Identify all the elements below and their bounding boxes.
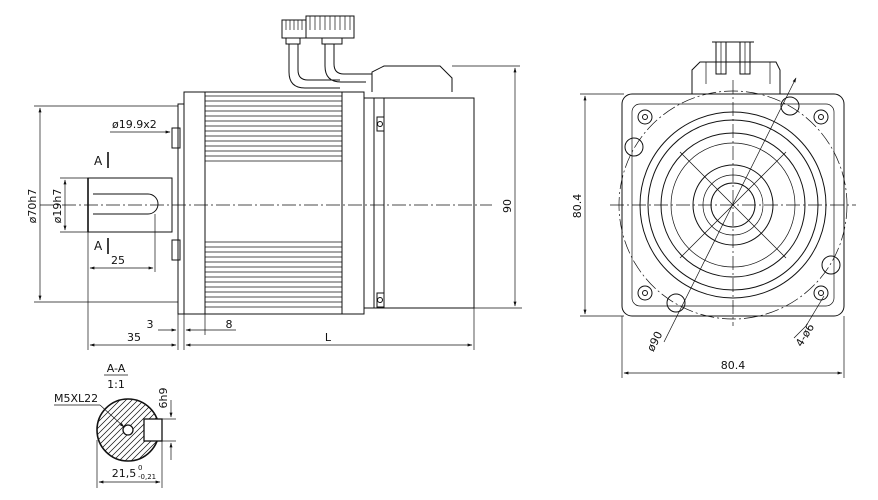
encoder-housing (363, 97, 475, 309)
dim-key-length: ø19.9x2 (112, 118, 157, 131)
section-mark-bottom: A (94, 239, 103, 253)
section-mark-top: A (94, 154, 103, 168)
front-view: ø90 4-ø6 80.4 80.4 (571, 41, 856, 378)
tap-label: M5XL22 (54, 392, 98, 405)
dim-body-len: L (325, 331, 332, 344)
section-hatch (97, 399, 143, 461)
dim-shaft-len: 35 (127, 331, 141, 344)
section-hatch (121, 399, 159, 461)
section-hatch (97, 399, 137, 461)
dim-height: 90 (501, 199, 514, 213)
motor-body (183, 91, 365, 315)
section-hatch (97, 399, 155, 461)
dim-key-width: 6h9 (157, 388, 170, 409)
dim-key-len: 25 (111, 254, 125, 267)
dim-front-width: 80.4 (721, 359, 746, 372)
dim-holes: 4-ø6 (793, 321, 817, 349)
dim-height-tol-upper: 0 (138, 464, 142, 472)
front-connector (691, 41, 781, 94)
section-hatch (164, 390, 244, 470)
dim-height-main: 21,5 (112, 467, 137, 480)
section-hatch (127, 399, 159, 461)
connector-plugs (281, 15, 372, 89)
dim-shaft-dia: ø19h7 (51, 189, 64, 224)
dim-pilot: 8 (226, 318, 233, 331)
side-view: ø70h7 ø19h7 ø19.9x2 A A 25 3 8 35 L (26, 15, 522, 350)
dim-front-height: 80.4 (571, 194, 584, 219)
section-title: A-A (107, 362, 126, 375)
front-flange (177, 103, 185, 315)
dim-height-tol-lower: -0,21 (138, 473, 156, 481)
section-hatch (97, 399, 149, 461)
section-hatch (97, 399, 131, 461)
section-hatch (157, 399, 159, 461)
dim-flange-dia: ø70h7 (26, 189, 39, 224)
dim-pcd: ø90 (644, 329, 665, 353)
terminal-box (371, 65, 453, 92)
section-scale: 1:1 (107, 378, 125, 391)
section-aa: A-A 1:1 M5XL22 6h9 21,5 0 -0,21 (54, 362, 244, 488)
mount-holes (624, 96, 841, 313)
dim-flange-thk: 3 (147, 318, 154, 331)
